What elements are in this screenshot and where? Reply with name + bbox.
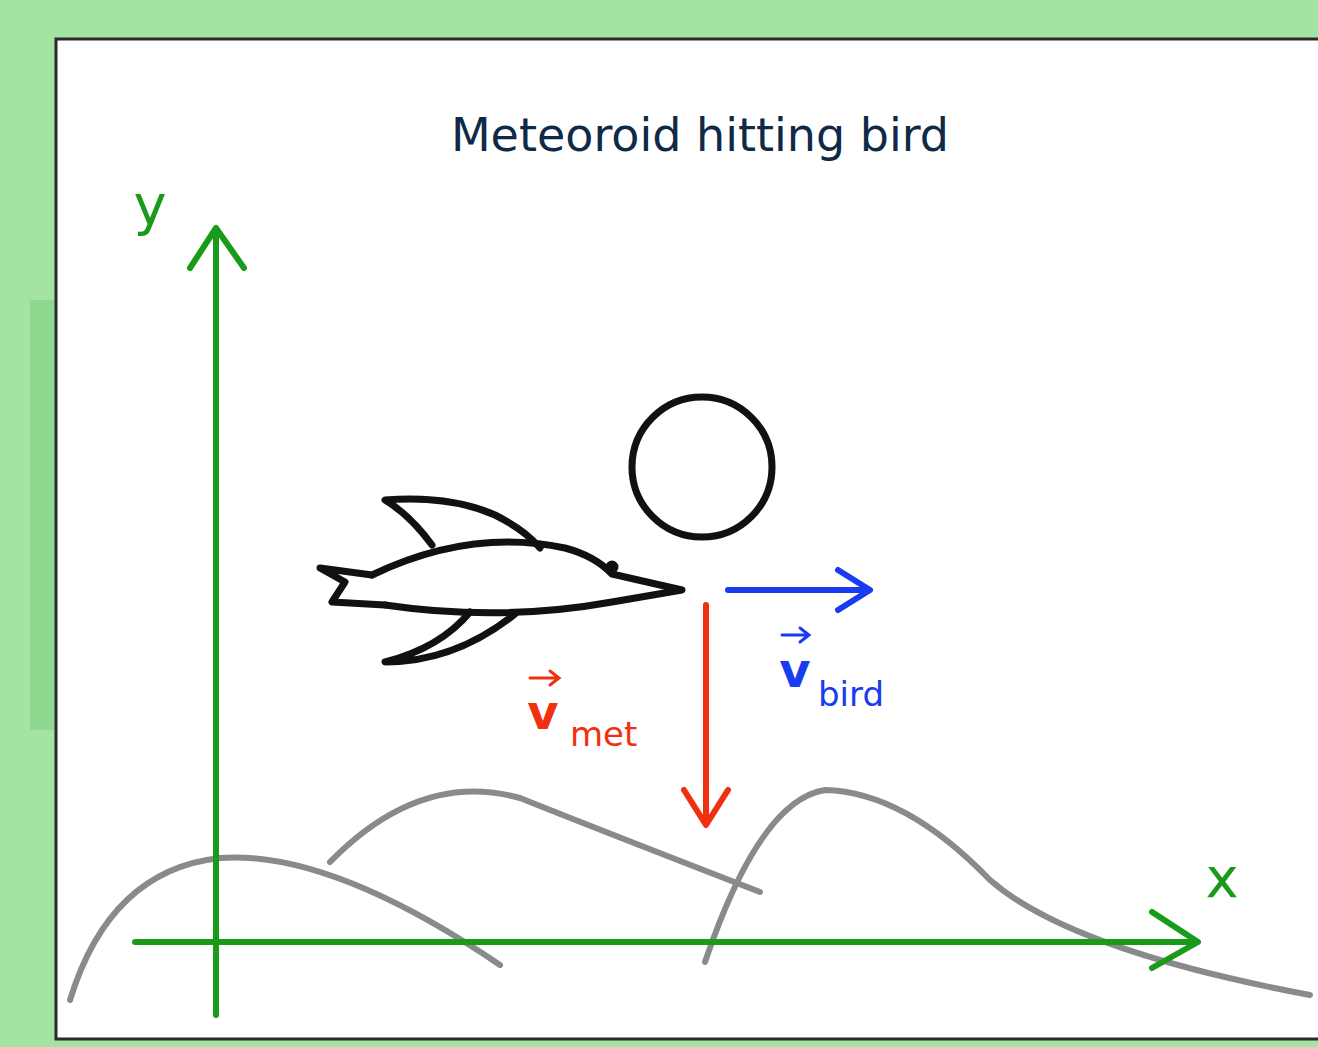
vector-subscript: bird: [818, 676, 884, 713]
title: Meteoroid hitting bird: [451, 110, 949, 161]
panel: [56, 39, 1318, 1039]
vector-mark: [782, 628, 809, 642]
vector-mark: [530, 671, 559, 685]
v-bird-arrow: [728, 570, 870, 610]
axes: [135, 228, 1198, 1015]
bird: [320, 499, 682, 662]
vector-symbol: v: [527, 686, 558, 739]
meteoroid: [632, 397, 772, 537]
vector-symbol: v: [779, 644, 810, 697]
axis-label: x: [1205, 847, 1238, 909]
vector-subscript: met: [570, 716, 637, 753]
v-met-arrow: [684, 605, 728, 825]
hills: [70, 790, 1310, 1000]
axis-label: y: [133, 174, 166, 236]
